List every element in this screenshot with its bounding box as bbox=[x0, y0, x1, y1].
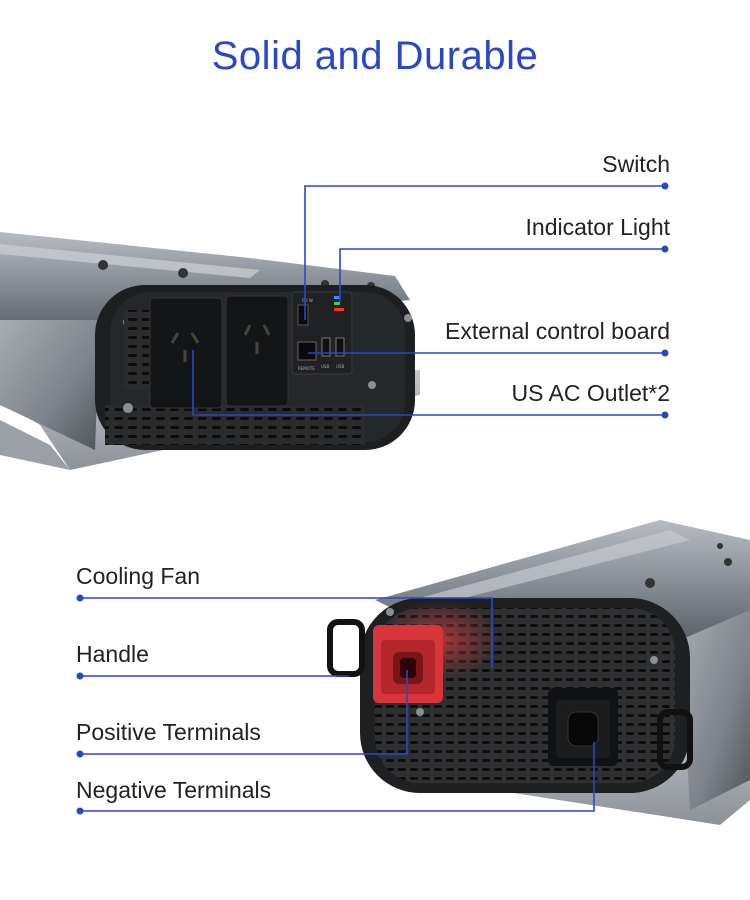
indicator-callout-dot bbox=[661, 245, 669, 253]
inverter-front-view: O I W REMOTE USB USB bbox=[0, 232, 420, 470]
switch-label: Switch bbox=[602, 151, 670, 177]
ac-outlet-callout-dot bbox=[661, 411, 669, 419]
negative-terminal-leader-line bbox=[80, 742, 595, 812]
positive-callout-dot bbox=[76, 750, 84, 758]
us-ac-outlet-label: US AC Outlet*2 bbox=[511, 380, 670, 406]
indicator-light-label: Indicator Light bbox=[525, 214, 670, 240]
indicator-light-leader-line bbox=[339, 248, 665, 302]
cooling-fan-leader-line bbox=[80, 597, 493, 668]
negative-callout-dot bbox=[76, 807, 84, 815]
control-board-callout-dot bbox=[661, 349, 669, 357]
switch-markings: O I W bbox=[302, 298, 313, 303]
switch-leader-line bbox=[304, 185, 665, 320]
page-title: Solid and Durable bbox=[211, 34, 539, 78]
remote-label: REMOTE bbox=[298, 366, 315, 371]
cooling-fan-callout-dot bbox=[76, 594, 84, 602]
external-control-board-label: External control board bbox=[444, 318, 670, 344]
bottom-callout-lines bbox=[80, 597, 595, 812]
switch-callout-dot bbox=[661, 182, 669, 190]
usb-label-2: USB bbox=[336, 364, 344, 369]
positive-terminal-leader-line bbox=[80, 670, 408, 755]
usb-label-1: USB bbox=[321, 364, 329, 369]
top-callout-lines bbox=[192, 185, 665, 416]
negative-terminals-label: Negative Terminals bbox=[76, 777, 272, 803]
handle-callout-dot bbox=[76, 672, 84, 680]
positive-terminals-label: Positive Terminals bbox=[76, 719, 261, 745]
inverter-rear-view bbox=[327, 520, 750, 825]
handle-label: Handle bbox=[76, 641, 149, 667]
cooling-fan-label: Cooling Fan bbox=[76, 563, 201, 589]
ac-outlet-leader-line bbox=[192, 350, 665, 416]
